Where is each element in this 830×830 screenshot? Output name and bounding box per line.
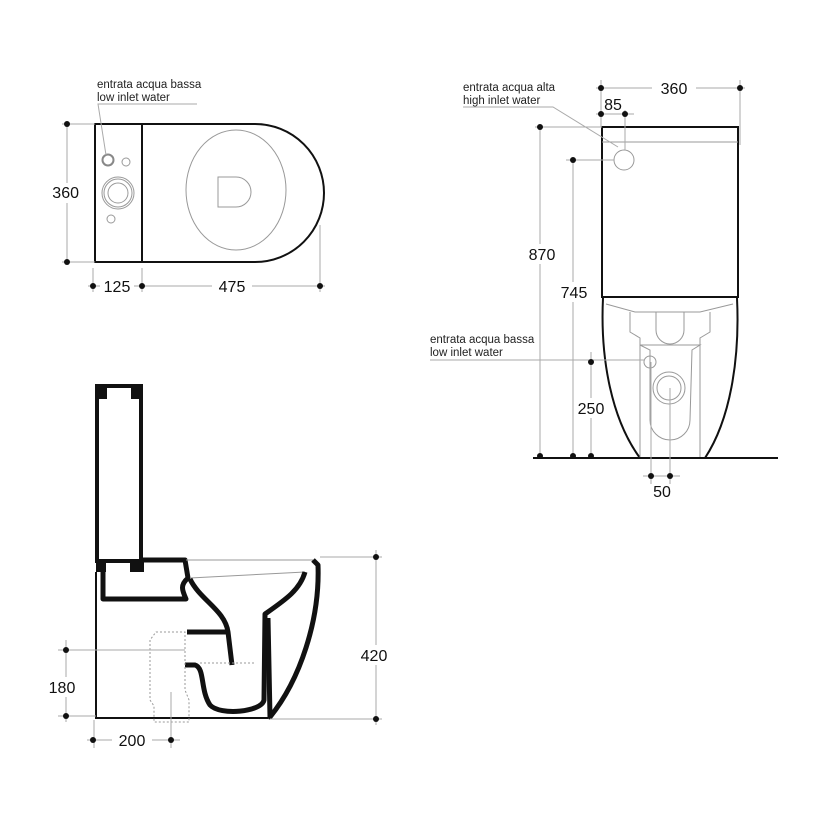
dim-low-inlet-height: 250 [578, 401, 605, 418]
side-base-outline [95, 572, 268, 719]
dim-bowl-height: 420 [361, 648, 388, 665]
tank-hole [106, 214, 116, 224]
low-inlet-label-it: entrata acqua bassa [430, 334, 535, 346]
top-inlet-label-it: entrata acqua bassa [97, 79, 202, 91]
dim-front-width: 360 [661, 81, 688, 98]
dim-outlet-height: 180 [49, 680, 76, 697]
high-inlet-label-en: high inlet water [463, 95, 541, 107]
dim-total-height: 870 [529, 247, 556, 264]
top-view-outline [94, 123, 325, 263]
dim-outlet-distance: 200 [119, 733, 146, 750]
high-inlet-label-it: entrata acqua alta [463, 82, 556, 94]
side-view: 420 180 200 [44, 384, 396, 750]
dim-top-bowl: 475 [219, 279, 246, 296]
front-view: entrata acqua alta high inlet water entr… [430, 78, 778, 501]
outlet-pipe-hidden [149, 631, 190, 723]
front-bowl-right [704, 297, 739, 459]
low-inlet-hole [643, 355, 657, 369]
front-tank [601, 126, 739, 298]
dim-low-inlet-offset: 50 [653, 484, 671, 501]
dim-high-inlet-height: 745 [561, 285, 588, 302]
flush-valve-ring [101, 176, 135, 210]
front-bowl-left [601, 297, 641, 459]
low-inlet-label-en: low inlet water [430, 347, 503, 359]
side-tank [95, 384, 143, 563]
seat-oval [185, 129, 287, 251]
dim-top-tank: 125 [104, 279, 131, 296]
top-inlet-leader [97, 103, 197, 156]
drain-d-shape [217, 176, 252, 208]
tank-hole [121, 157, 131, 167]
low-inlet-hole [101, 153, 115, 167]
high-inlet-leader [463, 106, 619, 148]
top-view: entrata acqua bassa low inlet water 360 … [44, 79, 325, 296]
dim-top-depth: 360 [52, 185, 79, 202]
dim-high-inlet-offset: 85 [604, 97, 622, 114]
top-inlet-label-en: low inlet water [97, 92, 170, 104]
high-inlet-hole [613, 149, 635, 171]
outlet-ring [652, 371, 686, 405]
